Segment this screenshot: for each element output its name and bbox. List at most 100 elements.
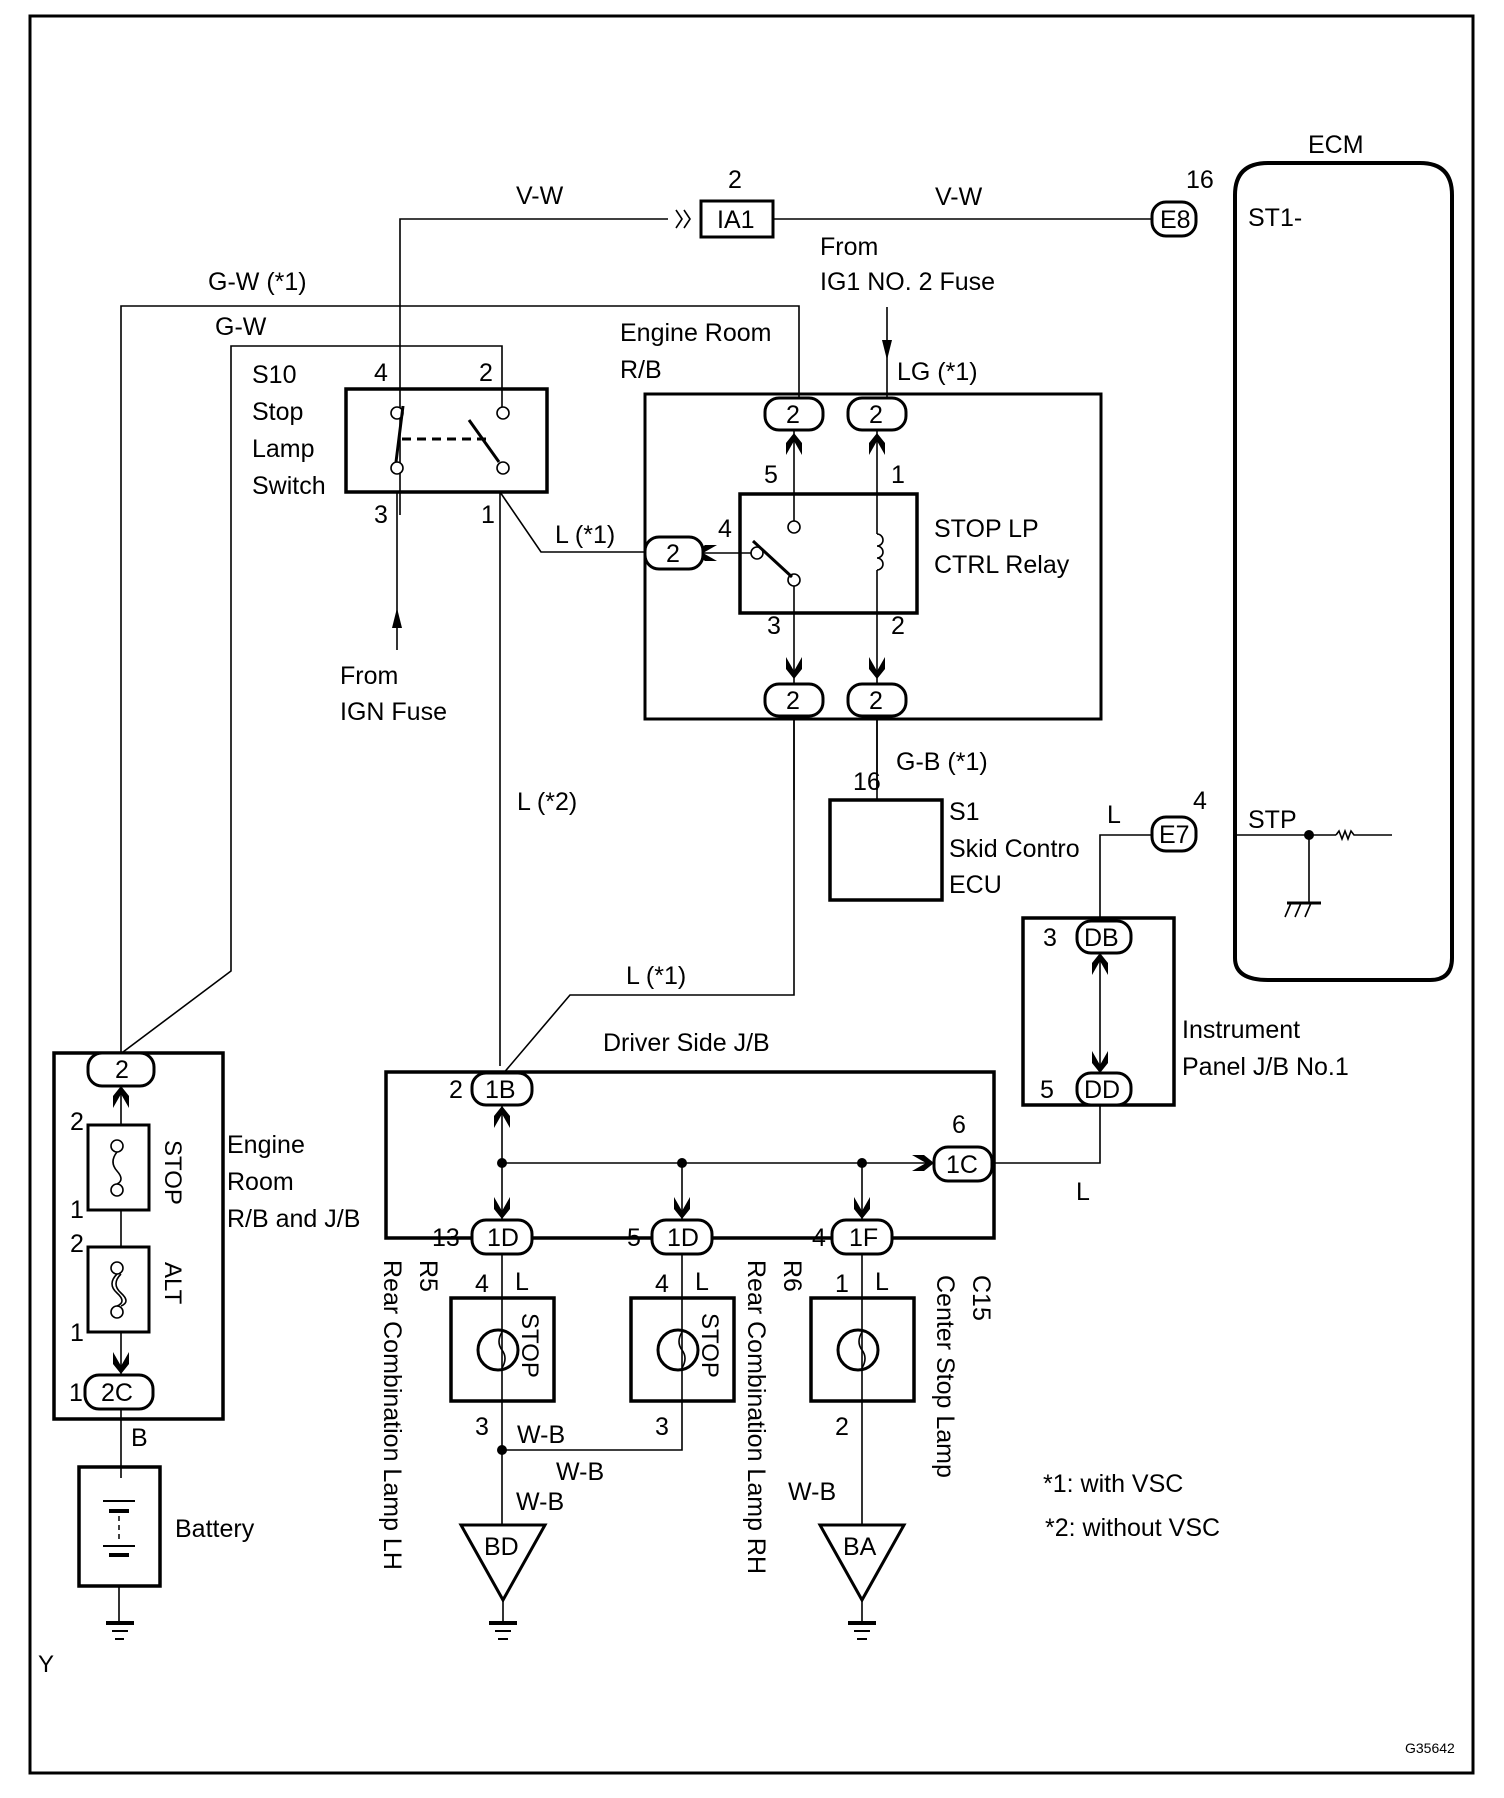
connector-1b[interactable]: 1B 2 [449,1071,534,1107]
svg-text:2: 2 [835,1413,849,1441]
skid-control-ecu: 16 S1 Skid Contro ECU [828,768,1080,902]
wire-label-b: B [131,1424,148,1452]
1b-pin: 2 [449,1076,463,1104]
svg-text:4: 4 [475,1270,489,1298]
connector-e8[interactable]: E8 16 [1150,166,1214,238]
relay-coil-icon [876,533,884,571]
terminal-arrow-down [494,1197,510,1219]
in-line-connector-icon [675,209,691,229]
connector-ia1[interactable]: IA1 2 [699,166,775,239]
svg-text:1: 1 [70,1319,84,1347]
ig1-source-line2: IG1 NO. 2 Fuse [820,268,995,296]
connector-rb-top-left[interactable]: 2 [763,396,825,432]
terminal-arrow-down [113,1352,129,1374]
svg-text:1C: 1C [946,1151,978,1179]
wire-label-gw: G-W [215,313,267,341]
lamp-r5[interactable]: STOP 4 3 [449,1270,556,1441]
svg-text:BD: BD [484,1533,519,1561]
db-pin: 3 [1043,924,1057,952]
wire-label-gw-vsc: G-W (*1) [208,268,307,296]
fuse-alt[interactable]: ALT 2 1 [70,1230,186,1347]
svg-text:BA: BA [843,1533,877,1561]
svg-text:2: 2 [666,540,680,568]
lamp-c15[interactable]: 1 2 [809,1270,916,1441]
connector-db[interactable]: DB 3 [1043,919,1133,955]
svg-text:Stop: Stop [252,398,303,426]
bulb-filament [498,1331,506,1369]
connector-1d-a[interactable]: 1D 13 [432,1218,534,1256]
connector-e7[interactable]: E7 4 [1150,787,1207,853]
r5-code: R5 [414,1260,442,1292]
connector-fuse-top[interactable]: 2 [86,1051,156,1088]
svg-text:Lamp: Lamp [252,435,315,463]
svg-text:3: 3 [374,501,388,529]
connector-rb-bot-left[interactable]: 2 [763,682,825,718]
svg-text:STOP: STOP [516,1313,543,1378]
connector-rb-top-right[interactable]: 2 [846,396,908,432]
ia1-pin: 2 [728,166,742,194]
svg-text:STOP LP: STOP LP [934,515,1039,543]
svg-text:2: 2 [70,1230,84,1258]
svg-text:Skid Contro: Skid Contro [949,835,1080,863]
svg-text:2: 2 [115,1056,129,1084]
svg-text:2: 2 [479,359,493,387]
terminal-arrow-down [786,657,802,679]
arrow-up-icon [392,608,402,628]
connector-1d-b[interactable]: 1D 5 [627,1218,714,1256]
svg-text:ECU: ECU [949,871,1002,899]
bulb-filament [678,1331,686,1369]
svg-text:E8: E8 [1160,206,1191,234]
ground-point-ba: BA [817,1523,907,1604]
svg-text:From: From [340,662,398,690]
svg-text:1D: 1D [667,1224,699,1252]
wire-label-wb-join: W-B [556,1458,604,1486]
wire-label-l-c15: L [875,1268,889,1296]
svg-text:1: 1 [481,501,495,529]
lamp-r6[interactable]: STOP 4 3 [629,1270,736,1441]
wire-gw [122,345,503,1053]
bulb-icon [476,1328,520,1372]
junction-dot [497,1158,507,1168]
junction-dot [677,1158,687,1168]
switch-contact-right [467,419,501,463]
terminal-arrow-up [1092,953,1108,975]
1c-pin: 6 [952,1111,966,1139]
figure-id: G35642 [1405,1740,1455,1756]
wire-label-vw-right: V-W [935,183,983,211]
connector-rb-left[interactable]: 2 [643,535,705,571]
svg-text:IA1: IA1 [717,206,755,234]
wire-label-wb-bd: W-B [516,1488,564,1516]
ground-icon [489,1621,517,1640]
svg-text:2: 2 [786,401,800,429]
wire-gw-vsc [120,305,800,1053]
ground-icon [106,1621,134,1640]
svg-text:2C: 2C [101,1379,133,1407]
terminal-arrow-down [674,1197,690,1219]
bulb-icon [656,1328,700,1372]
wire-label-vw-left: V-W [516,182,564,210]
c15-code: C15 [967,1275,995,1321]
2c-pin: 1 [69,1379,83,1407]
relay-stop-lp-ctrl[interactable]: STOP LP CTRL Relay 5 1 4 3 2 [718,461,1070,640]
wire-l-vsc-relay [499,491,655,553]
switch-contact-left [394,405,405,463]
connector-1c[interactable]: 1C 6 [932,1111,994,1183]
svg-text:STOP: STOP [696,1313,723,1378]
connector-rb-bot-right[interactable]: 2 [846,682,908,718]
fuse-stop-label: STOP [159,1140,186,1205]
fuse-stop[interactable]: STOP 2 1 [70,1108,186,1224]
svg-text:1F: 1F [849,1224,878,1252]
svg-text:Switch: Switch [252,472,326,500]
svg-text:R/B and J/B: R/B and J/B [227,1205,360,1233]
connector-2c[interactable]: 2C 1 [69,1373,155,1411]
svg-text:2: 2 [786,687,800,715]
terminal-arrow-up [113,1086,129,1108]
wire-wb-join [502,1401,683,1451]
bulb-icon [836,1328,880,1372]
ecm-label: ECM [1308,131,1364,159]
connector-dd[interactable]: DD 5 [1040,1071,1133,1107]
ground-icon [848,1621,876,1640]
connector-1f[interactable]: 1F 4 [812,1218,894,1256]
wire-label-l-jb-mid: L (*1) [626,962,686,990]
svg-text:2: 2 [891,612,905,640]
